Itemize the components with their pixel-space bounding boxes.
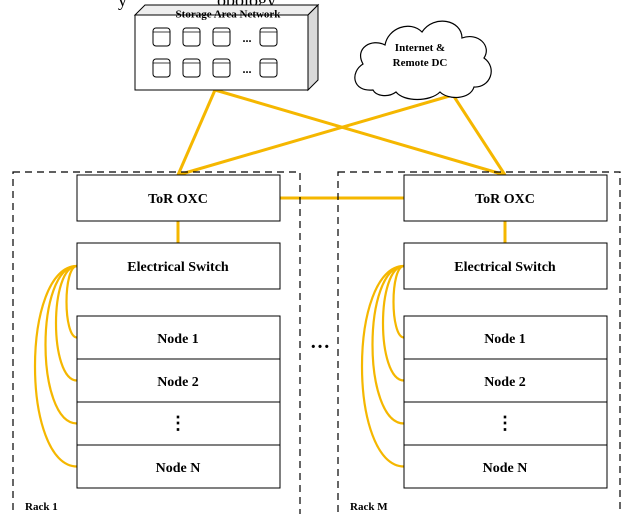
link-cloud-to-tor-1 [177,93,454,177]
rack-label: Rack 1 [25,501,58,513]
node-label: ⋮ [496,413,514,433]
tor-oxc-box [403,174,608,222]
rack-boundary [12,171,301,514]
node-box [403,444,608,489]
disk-icon [259,58,278,78]
electrical-switch-label: Electrical Switch [127,260,229,275]
node-link-curve [33,264,78,468]
node-box [76,444,281,489]
node-label: Node 2 [484,375,526,390]
optical-links [176,88,507,243]
node-link-curve [360,264,405,468]
storage-disks: ...... [152,27,278,78]
rack-label: Rack M [350,501,388,513]
cloud-label-line1: Internet & [395,42,445,54]
node-label: Node 2 [157,375,199,390]
link-cloud-to-tor-m [451,94,507,176]
node-link-curve [371,264,405,425]
disk-icon [212,27,231,47]
node-label: Node N [483,461,528,476]
node-link-curve [381,264,405,382]
disk-icon [259,27,278,47]
node-label: Node 1 [157,332,199,347]
tor-oxc-box [76,174,281,222]
link-san-to-tor-1 [176,89,217,176]
node-label: Node N [156,461,201,476]
node-box [403,358,608,403]
disk-icon [212,58,231,78]
node-label: Node 1 [484,332,526,347]
node-links [360,264,405,468]
node-box [403,401,608,446]
node-link-curve [65,264,78,339]
link-san-to-tor-m [214,88,506,177]
rack-boundary [337,171,621,514]
disk-icon [182,27,201,47]
disk-ellipsis: ... [243,31,252,45]
tor-oxc-label: ToR OXC [475,192,535,207]
tor-oxc-label: ToR OXC [148,192,208,207]
storage-area-network: Storage Area Network ...... [133,3,320,92]
cloud-shape [354,20,492,101]
storage-side-face [307,3,319,92]
node-box [403,315,608,360]
electrical-switch-label: Electrical Switch [454,260,556,275]
disk-ellipsis: ... [243,62,252,76]
electrical-switch-box [403,242,608,290]
node-label: ⋮ [169,413,187,433]
node-link-curve [392,264,405,339]
node-link-curve [54,264,78,382]
storage-title: Storage Area Network [176,9,282,21]
disk-icon [152,58,171,78]
disk-icon [182,58,201,78]
node-box [76,315,281,360]
node-links [33,264,78,468]
node-box [76,401,281,446]
disk-icon [152,27,171,47]
storage-front-face [134,14,309,91]
node-link-curve [44,264,78,425]
cloud-label-line2: Remote DC [393,57,448,69]
node-box [76,358,281,403]
between-racks-ellipsis: … [310,331,330,353]
electrical-switch-box [76,242,281,290]
internet-cloud: Internet & Remote DC [354,20,492,101]
